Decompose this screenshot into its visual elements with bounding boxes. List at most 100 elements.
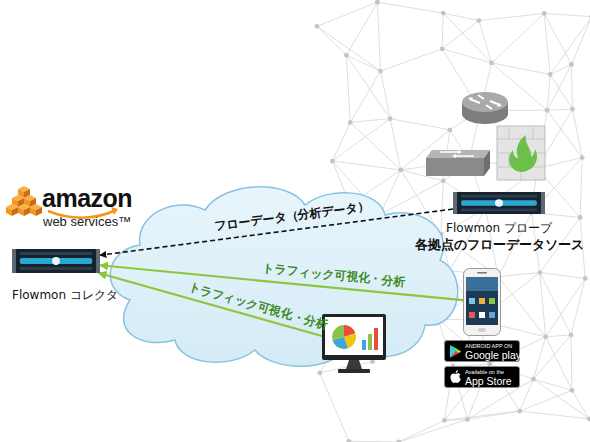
- switch-side: [484, 150, 490, 176]
- appliance-body: [12, 249, 100, 273]
- mesh-line: [580, 158, 582, 218]
- mesh-dot: [531, 377, 536, 382]
- mesh-dot: [396, 439, 401, 442]
- switch-icon: [426, 150, 490, 176]
- mesh-line: [317, 26, 380, 71]
- mesh-dot: [548, 72, 553, 77]
- badge-title: App Store: [465, 375, 512, 387]
- mesh-line: [346, 55, 390, 118]
- mesh-dot: [545, 108, 550, 113]
- monitor-graphic: [322, 314, 386, 376]
- pie-slice: [332, 325, 344, 340]
- mesh-dot: [447, 127, 452, 132]
- mesh-line: [346, 2, 377, 55]
- monitor-stand: [346, 360, 362, 369]
- mesh-dot: [348, 120, 353, 125]
- mesh-dot: [440, 46, 445, 51]
- mesh-line: [533, 337, 545, 379]
- app-icon: [479, 298, 485, 304]
- mesh-line: [444, 411, 519, 420]
- mesh-dot: [580, 155, 585, 160]
- mesh-dot: [589, 14, 590, 19]
- mesh-line: [442, 13, 443, 49]
- aws-cube: [30, 204, 42, 216]
- mesh-line: [349, 441, 399, 442]
- phone-graphic: [463, 268, 501, 336]
- mesh-line: [443, 13, 491, 63]
- mesh-line: [570, 335, 572, 390]
- mesh-dot: [375, 0, 380, 5]
- mesh-dot: [398, 168, 403, 173]
- mesh-line: [546, 278, 586, 336]
- mesh-dot: [442, 418, 447, 423]
- mesh-line: [533, 379, 572, 390]
- mesh-line: [547, 109, 572, 110]
- mesh-line: [492, 13, 545, 62]
- app-icon: [489, 312, 495, 318]
- router-icon: [462, 92, 508, 124]
- mesh-line: [442, 21, 479, 49]
- play-part: [450, 352, 459, 359]
- mesh-dot: [517, 409, 522, 414]
- appliance-ear: [453, 192, 457, 214]
- mesh-dot: [388, 116, 393, 121]
- mesh-line: [320, 373, 349, 441]
- mesh-line: [380, 170, 401, 215]
- mesh-line: [332, 122, 350, 161]
- mesh-dot: [543, 334, 548, 339]
- appliance-logo: [495, 199, 503, 206]
- bar: [374, 328, 378, 350]
- mesh-line: [533, 379, 589, 419]
- mesh-line: [320, 362, 373, 373]
- smartphone: [463, 268, 501, 336]
- firewall-bricks: [497, 126, 545, 180]
- mesh-line: [346, 55, 350, 122]
- mesh-line: [571, 278, 585, 334]
- appliance-ear: [96, 249, 100, 273]
- mesh-line: [350, 71, 380, 122]
- store-badge: ANDROID APP ONGoogle play: [444, 340, 520, 362]
- aws-cube: [18, 204, 30, 216]
- mesh-line: [498, 277, 546, 337]
- mesh-line: [377, 2, 380, 71]
- mesh-dot: [578, 215, 583, 220]
- mesh-dot: [537, 270, 542, 275]
- mesh-line: [399, 419, 468, 441]
- mesh-dot: [570, 388, 575, 393]
- node-label: Flowmon プローブ: [446, 221, 552, 235]
- mesh-line: [572, 109, 582, 157]
- router-arrowheads: [468, 97, 502, 107]
- mesh-dot: [587, 416, 590, 421]
- mesh-dot: [378, 69, 383, 74]
- mesh-dot: [441, 11, 446, 16]
- mesh-dot: [317, 370, 322, 375]
- mesh-dot: [542, 11, 547, 16]
- mesh-line: [332, 161, 400, 170]
- bar: [368, 334, 372, 350]
- badge-caption: ANDROID APP ON: [465, 343, 512, 349]
- mesh-dot: [465, 417, 470, 422]
- apple-body: [450, 373, 460, 383]
- phone-speaker: [477, 272, 487, 274]
- mesh-dot: [346, 439, 351, 442]
- appliance-ear: [541, 192, 545, 214]
- probe-appliance: Flowmon プローブ各拠点のフローデータソース: [453, 192, 545, 214]
- green-arrow: [99, 273, 322, 336]
- mesh-dot: [569, 332, 574, 337]
- mesh-line: [550, 74, 572, 109]
- mesh-line: [533, 335, 571, 379]
- mesh-line: [479, 13, 544, 20]
- mesh-line: [546, 337, 572, 391]
- mesh-dot: [569, 62, 574, 67]
- mesh-dot: [441, 178, 446, 183]
- switch-arrowheads: [452, 150, 462, 158]
- collector-appliance: Flowmon コレクタ: [12, 249, 100, 273]
- mesh-line: [540, 273, 585, 279]
- mesh-line: [540, 273, 571, 335]
- firewall-flame: [509, 135, 537, 172]
- mesh-dot: [583, 276, 588, 281]
- appliance-vent: [461, 195, 537, 198]
- aws-cubes: [6, 186, 42, 216]
- google-play-icon: [449, 345, 461, 358]
- firewall-icon: [497, 126, 545, 180]
